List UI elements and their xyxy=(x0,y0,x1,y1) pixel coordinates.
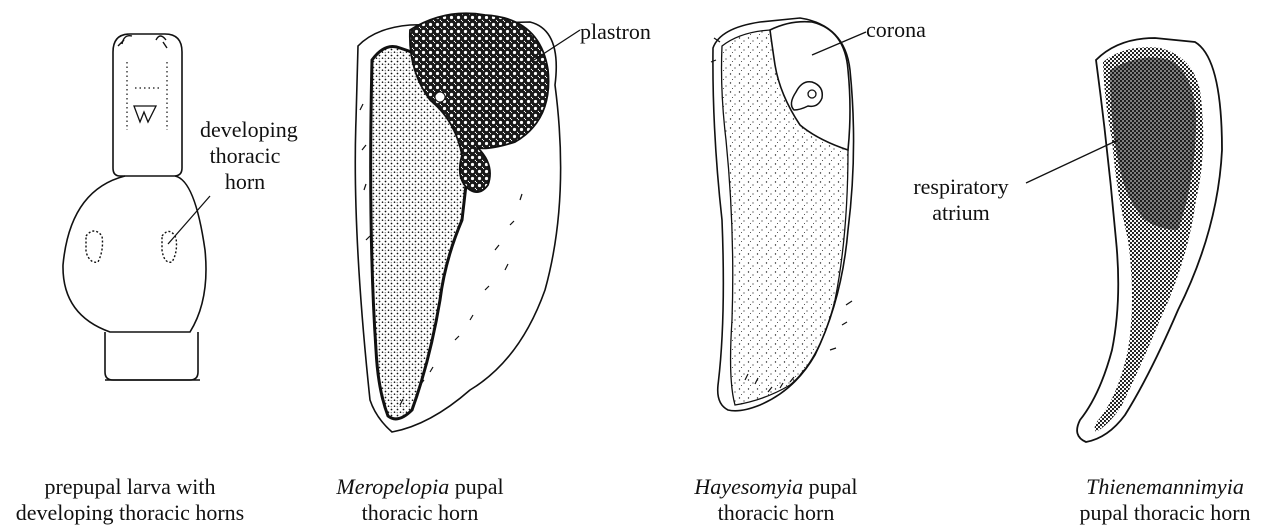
plastron-label: plastron xyxy=(580,19,651,45)
caption-line1: Thienemannimyia xyxy=(1060,474,1270,500)
caption-line1-text: pupal xyxy=(803,474,857,499)
caption-taxon: Hayesomyia xyxy=(694,474,803,499)
caption-line1: Meropelopia pupal xyxy=(320,474,520,500)
caption-line2: thoracic horn xyxy=(676,500,876,526)
caption-prepupal-larva: prepupal larva with developing thoracic … xyxy=(0,474,260,526)
developing-label-line1: developing xyxy=(200,117,290,143)
respiratory-label-line2: atrium xyxy=(900,200,1022,226)
larva-thorax xyxy=(63,176,206,332)
respiratory-atrium-label: respiratory atrium xyxy=(900,174,1022,226)
hayesomyia-horn-drawing xyxy=(711,18,854,411)
meropelopia-horn-drawing xyxy=(355,13,560,432)
caption-line1-text: pupal xyxy=(449,474,503,499)
corona-label: corona xyxy=(866,17,926,43)
developing-label-line2: thoracic xyxy=(200,143,290,169)
caption-line2: developing thoracic horns xyxy=(0,500,260,526)
caption-taxon: Meropelopia xyxy=(336,474,449,499)
prepupal-larva-drawing xyxy=(63,34,206,380)
larva-abdomen xyxy=(105,332,198,380)
respiratory-label-line1: respiratory xyxy=(900,174,1022,200)
caption-hayesomyia: Hayesomyia pupal thoracic horn xyxy=(676,474,876,526)
mouthpart xyxy=(134,106,156,122)
developing-horn-label: developing thoracic horn xyxy=(200,117,290,195)
caption-taxon: Thienemannimyia xyxy=(1086,474,1244,499)
caption-thienemannimyia: Thienemannimyia pupal thoracic horn xyxy=(1060,474,1270,526)
caption-line1: prepupal larva with xyxy=(0,474,260,500)
caption-line1-text: prepupal larva with xyxy=(44,474,215,499)
antenna-right xyxy=(156,36,167,48)
larva-head xyxy=(113,34,182,176)
thienemannimyia-horn-drawing xyxy=(1077,38,1222,442)
caption-line2: thoracic horn xyxy=(320,500,520,526)
developing-label-line3: horn xyxy=(200,169,290,195)
caption-line1: Hayesomyia pupal xyxy=(676,474,876,500)
respiratory-leader-line xyxy=(1026,140,1118,183)
caption-line2: pupal thoracic horn xyxy=(1060,500,1270,526)
caption-meropelopia: Meropelopia pupal thoracic horn xyxy=(320,474,520,526)
developing-horn-left xyxy=(86,231,103,262)
